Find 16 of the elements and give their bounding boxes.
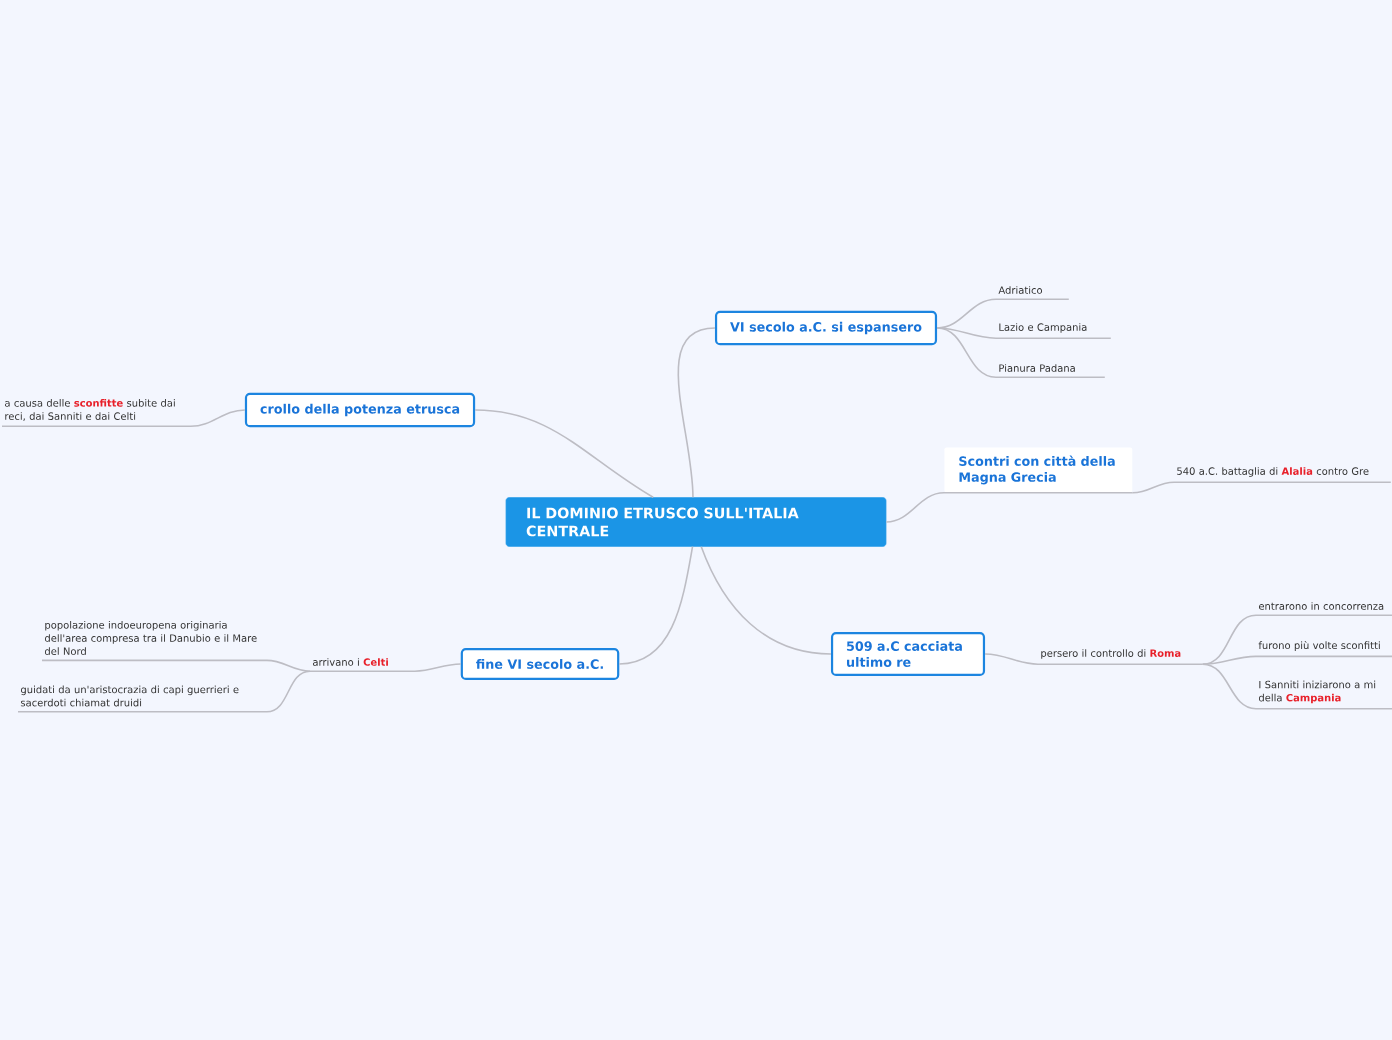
- connector-line: [41, 659, 311, 672]
- connector-line: [309, 663, 462, 672]
- connector-line: [474, 409, 654, 499]
- connector-line: [1202, 655, 1392, 665]
- connector-line: [677, 327, 716, 499]
- connector-line: [1202, 614, 1392, 665]
- connector-line: [700, 545, 832, 655]
- connector-line: [885, 492, 1134, 523]
- connector-line: [1, 409, 246, 428]
- connector-line: [1131, 481, 1392, 494]
- connector-line: [618, 545, 694, 665]
- connector-line: [936, 327, 1106, 378]
- connector-line: [17, 670, 311, 713]
- connector-line: [1202, 663, 1392, 710]
- connector-line: [936, 327, 1112, 339]
- connector-line: [984, 653, 1204, 665]
